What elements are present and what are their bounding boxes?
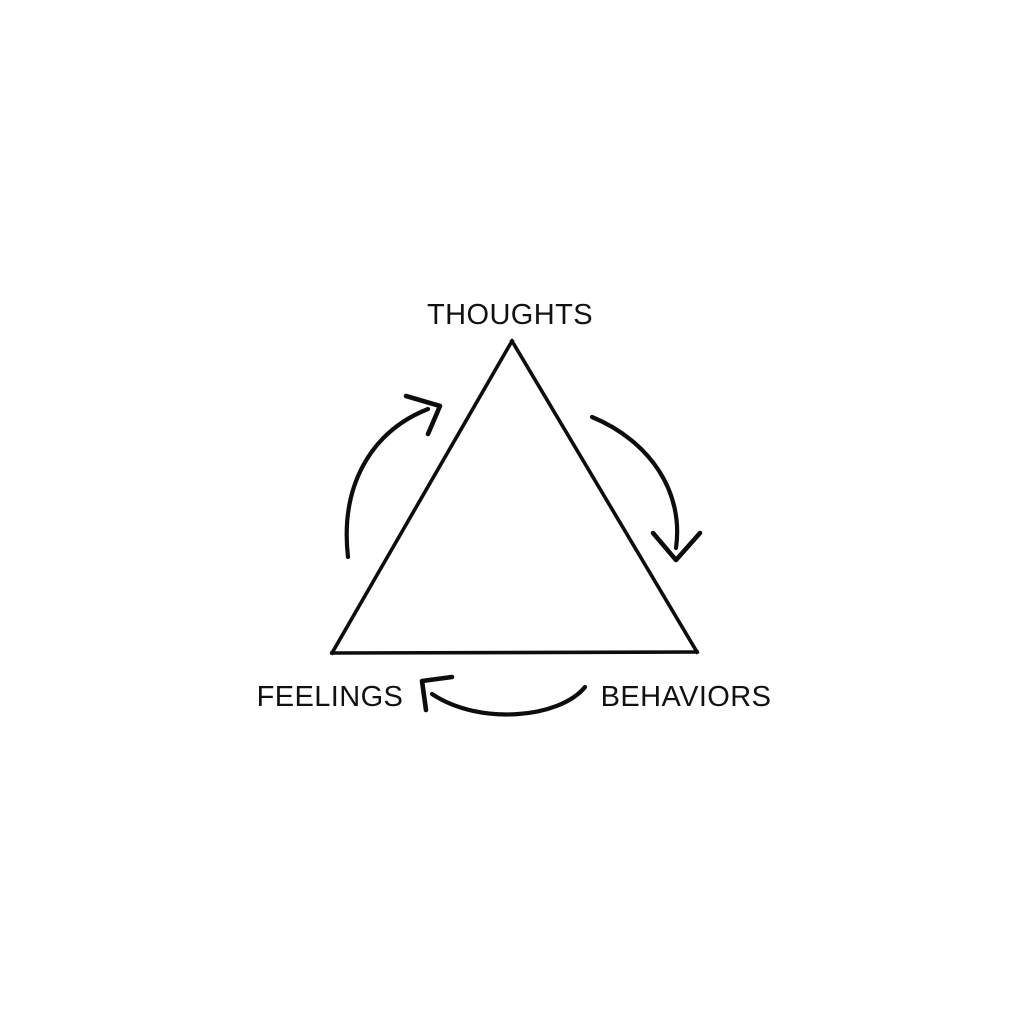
arrow-behaviors-to-feelings [419, 674, 588, 717]
triangle-edge-right [509, 338, 700, 655]
arrow-behaviors-to-feelings-arc [429, 684, 588, 717]
node-label-feelings: FEELINGS [257, 681, 404, 713]
arrow-feelings-to-thoughts-arc [344, 406, 431, 560]
arrow-feelings-to-thoughts [344, 393, 443, 560]
arrow-feelings-to-thoughts-head [403, 393, 443, 437]
arrow-thoughts-to-behaviors-head [650, 530, 703, 563]
arrow-thoughts-to-behaviors [589, 414, 703, 563]
arrow-behaviors-to-feelings-head [419, 674, 455, 713]
triangle-edge-bottom [330, 650, 699, 655]
node-label-behaviors: BEHAVIORS [601, 681, 772, 713]
triangle-outline [329, 338, 700, 656]
arrow-thoughts-to-behaviors-arc [589, 414, 680, 551]
node-label-thoughts: THOUGHTS [427, 299, 593, 331]
triangle-edge-left [329, 338, 515, 656]
